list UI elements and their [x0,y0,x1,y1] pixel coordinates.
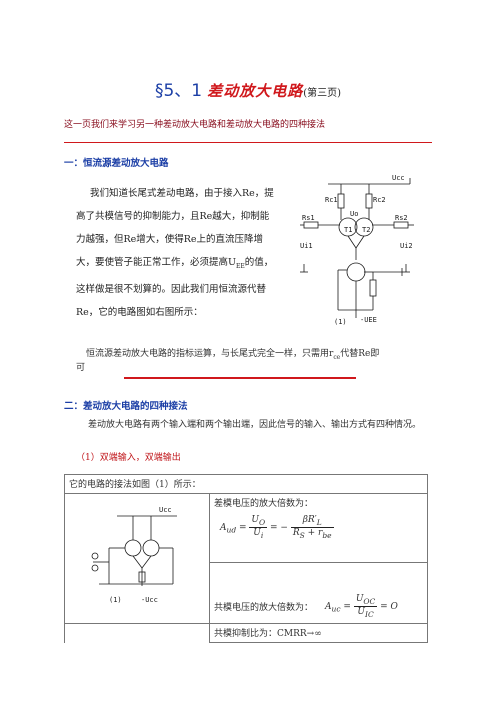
section1-line: 力越强，但Re增大，使得Re上的直流压降增 [76,234,264,245]
section1-line: 这样做是很不划算的。因此我们用恒流源代替 [76,283,267,295]
circuit1-label: Rc1 [325,196,338,204]
circuit1-label: -UEE [360,316,377,324]
para2-sub: ce [333,353,341,361]
page-title: §5、1 差动放大电路(第三页) [0,76,496,101]
circuit-diagram-2: Ucc (1) -Ucc [91,506,177,604]
table-header: 它的电路的接法如图（1）所示： [64,474,428,494]
section1-line: Re，它的电路图如右图所示： [76,306,203,318]
section-number: §5、1 [154,81,203,101]
divider-mid [124,377,356,379]
circuit2-ucc: Ucc [159,506,172,514]
connection-table: 它的电路的接法如图（1）所示： [64,474,428,643]
circuit1-label: Ui1 [300,242,313,250]
circuit1-label: Rs1 [302,214,315,222]
circuit1-label: T2 [362,226,370,234]
circuit2-neg: -Ucc [141,596,158,604]
para2-part-b: 代替Re即 [340,349,380,359]
diff-gain-label: 差模电压的放大倍数为： [214,499,314,509]
divider-top [64,142,432,143]
circuit1-label: Ui2 [400,242,413,250]
cmrr-cell: 共模抑制比为：CMRR→∞ [209,623,428,643]
circuit1-label: Rc2 [373,196,386,204]
section1-heading: 一：恒流源差动放大电路 [64,158,169,169]
para2-part-a: 恒流源差动放大电路的指标运算，与长尾式完全一样，只需用r [86,349,334,359]
section2-paragraph: 差动放大电路有两个输入端和两个输出端，因此信号的输入、输出方式有四种情况。 [88,420,422,430]
section1-line4-tail: 的值， [244,257,274,268]
title-main: 差动放大电路 [207,82,304,100]
intro-text: 这一页我们来学习另一种差动放大电路和差动放大电路的四种接法 [64,120,326,130]
section1-para2-line1: 恒流源差动放大电路的指标运算，与长尾式完全一样，只需用rce代替Re即 [76,349,426,363]
table-circuit-cell: Ucc (1) -Ucc [64,493,210,624]
section1-line4-sub: EE [236,262,245,270]
section1-para2-line2: 可 [76,362,86,373]
section2-subheading: （1）双端输入，双端输出 [76,453,181,463]
circuit2-caption: (1) [109,596,122,604]
section1-paragraph2: 恒流源差动放大电路的指标运算，与长尾式完全一样，只需用rce代替Re即 可 [76,349,426,374]
section1-line: 我们知道长尾式差动电路，由于接入Re，提 [90,188,274,199]
section1-paragraph: 我们知道长尾式差动电路，由于接入Re，提 高了共模信号的抑制能力，且Re越大，抑… [76,182,306,324]
section1-line: 高了共模信号的抑制能力，且Re越大，抑制能 [76,211,270,222]
cm-gain-label: 共模电压的放大倍数为： [214,603,314,613]
title-page-note: (第三页) [303,88,342,99]
circuit1-label: T1 [344,226,352,234]
section1-line: 大，要使管子能正常工作，必须提高UEE的值， [76,251,306,278]
circuit1-label: Ucc [392,174,405,182]
circuit1-caption: (1) [334,318,347,326]
section2-heading: 二：差动放大电路的四种接法 [64,401,188,412]
section1-line4-head: 大，要使管子能正常工作，必须提高U [76,257,237,268]
circuit1-label: Uo [350,210,358,218]
circuit1-label: Rs2 [395,214,408,222]
circuit-diagram-1: Ucc Rc1 Rc2 Uo Rs1 Rs2 T1 T2 Ui1 Ui2 -UE… [300,174,414,326]
